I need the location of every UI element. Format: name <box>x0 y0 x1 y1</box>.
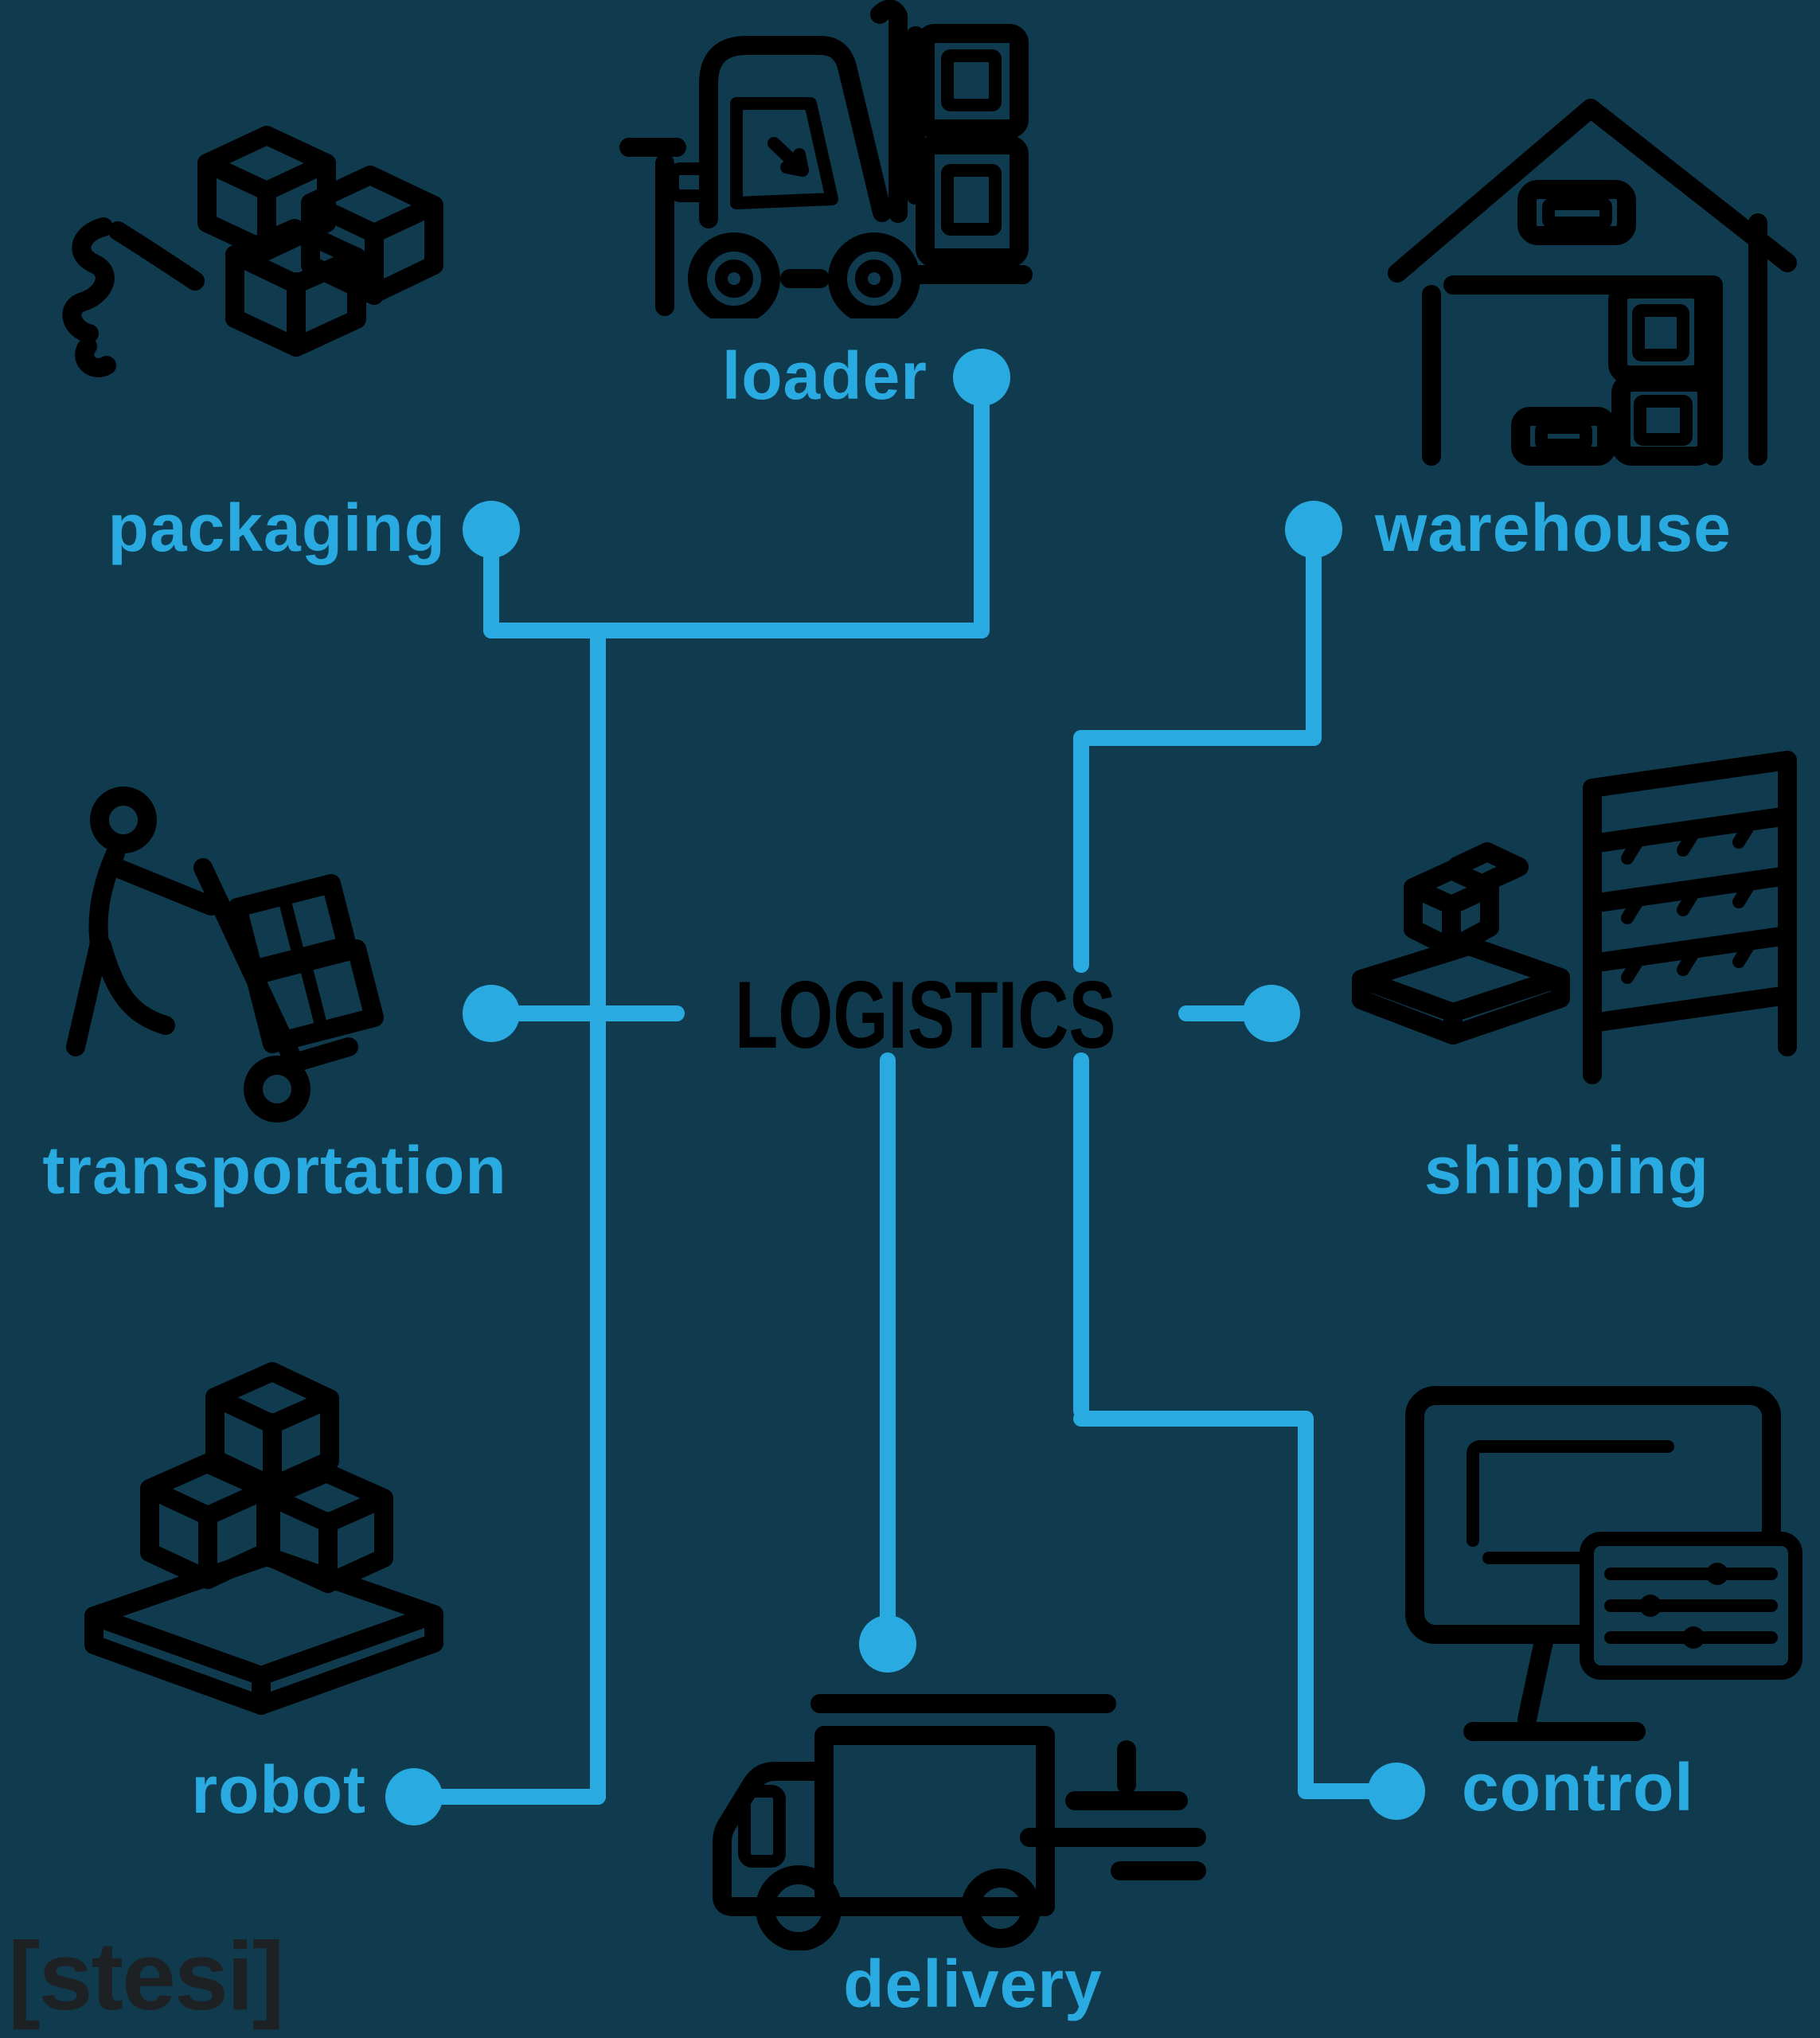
connector-right-top-horizontal <box>1073 730 1322 746</box>
node-label-packaging: packaging <box>107 490 446 565</box>
connector-transport-horizontal <box>491 1005 685 1021</box>
node-label-control: control <box>1462 1750 1694 1825</box>
node-dot-packaging <box>463 501 520 558</box>
connector-left-long-vertical <box>590 623 606 1805</box>
connector-robot-horizontal <box>414 1789 606 1805</box>
worker-hand-truck-icon <box>66 787 384 1122</box>
connector-right-mid-horizontal <box>1073 1411 1314 1427</box>
node-label-warehouse: warehouse <box>1375 490 1732 565</box>
connector-top-horizontal <box>483 623 990 638</box>
monitor-settings-icon <box>1405 1386 1802 1741</box>
node-label-delivery: delivery <box>843 1946 1103 2021</box>
watermark: [stesi] <box>8 1922 284 2030</box>
connector-right-vertical-upper <box>1073 730 1089 973</box>
node-label-loader: loader <box>721 338 928 413</box>
connector-control-vertical <box>1298 1411 1314 1799</box>
node-label-shipping: shipping <box>1424 1133 1709 1208</box>
node-dot-shipping <box>1243 985 1300 1042</box>
node-label-transportation: transportation <box>42 1133 507 1208</box>
connector-right-vertical-lower <box>1073 1052 1089 1419</box>
pallet-and-rack-icon <box>1352 751 1797 1084</box>
node-dot-loader <box>953 349 1010 406</box>
node-dot-robot <box>385 1768 443 1825</box>
connector-loader-vertical <box>974 377 990 638</box>
delivery-truck-icon <box>713 1694 1206 1950</box>
connector-warehouse-vertical <box>1306 529 1322 746</box>
node-label-robot: robot <box>191 1752 366 1827</box>
boxes-on-platform-icon <box>84 1362 443 1715</box>
node-dot-warehouse <box>1285 501 1342 558</box>
boxes-with-rope-icon <box>62 126 443 377</box>
node-dot-control <box>1368 1763 1425 1820</box>
connector-delivery-vertical <box>880 1052 896 1644</box>
center-title: LOGISTICS <box>735 962 1116 1068</box>
warehouse-building-icon <box>1388 99 1797 466</box>
forklift-icon <box>619 0 1033 318</box>
node-dot-delivery <box>859 1615 916 1673</box>
node-dot-transportation <box>463 985 520 1042</box>
